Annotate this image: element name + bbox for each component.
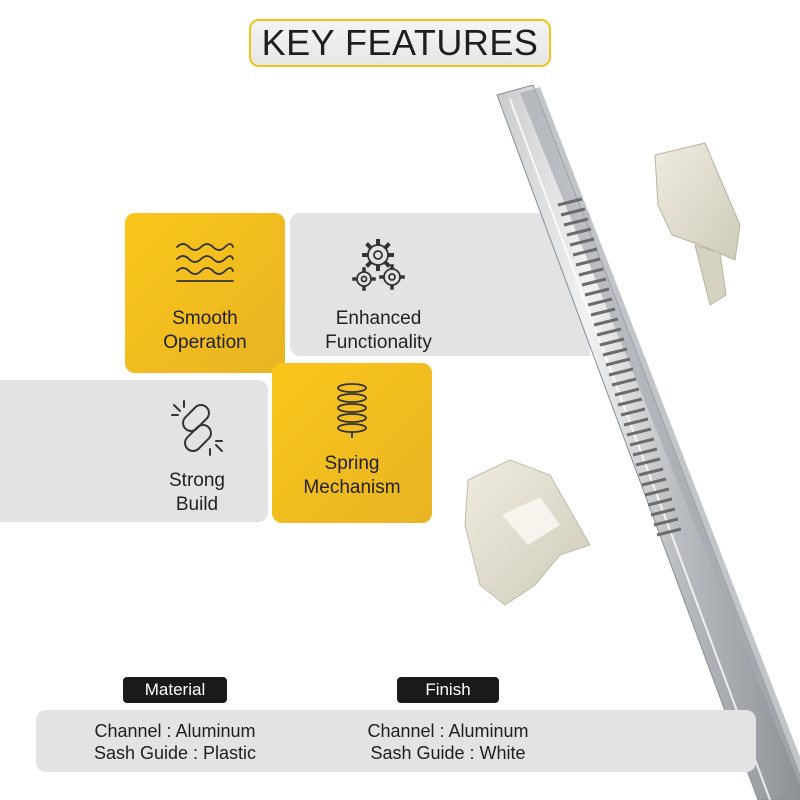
sash-guide-bottom [464,459,591,606]
spec-line: Sash Guide : White [370,743,526,763]
feature-tile-strong-build: Strong Build [0,380,268,522]
spec-panel [36,710,756,772]
feature-label: Enhanced Functionality [325,308,432,353]
waves-icon [176,243,234,282]
material-spec: Channel : Aluminum Sash Guide : Plastic [80,720,270,764]
spec-line: Sash Guide : Plastic [93,743,257,763]
feature-tile-smooth-operation: Smooth Operation [125,213,285,373]
sash-guide-top [654,142,741,306]
spec-line: Channel : Aluminum [367,721,529,741]
aluminum-channel [496,85,800,800]
spec-line: Channel : Aluminum [94,721,256,741]
material-chip: Material [123,677,227,703]
feature-label: Spring Mechanism [303,453,401,498]
feature-tile-spring-mechanism: Spring Mechanism [272,363,432,523]
product-illustration [464,85,800,800]
spring-coil [557,197,682,537]
finish-spec: Channel : Aluminum Sash Guide : White [350,720,546,764]
feature-label: Smooth Operation [163,308,247,353]
gears-icon [351,239,405,291]
chain-link-icon [171,400,223,456]
feature-tile-enhanced-functionality: Enhanced Functionality [290,213,590,356]
finish-chip: Finish [397,677,499,703]
spring-coil-icon [337,383,367,438]
feature-label: Strong Build [169,470,225,515]
page-title: KEY FEATURES [249,19,551,67]
